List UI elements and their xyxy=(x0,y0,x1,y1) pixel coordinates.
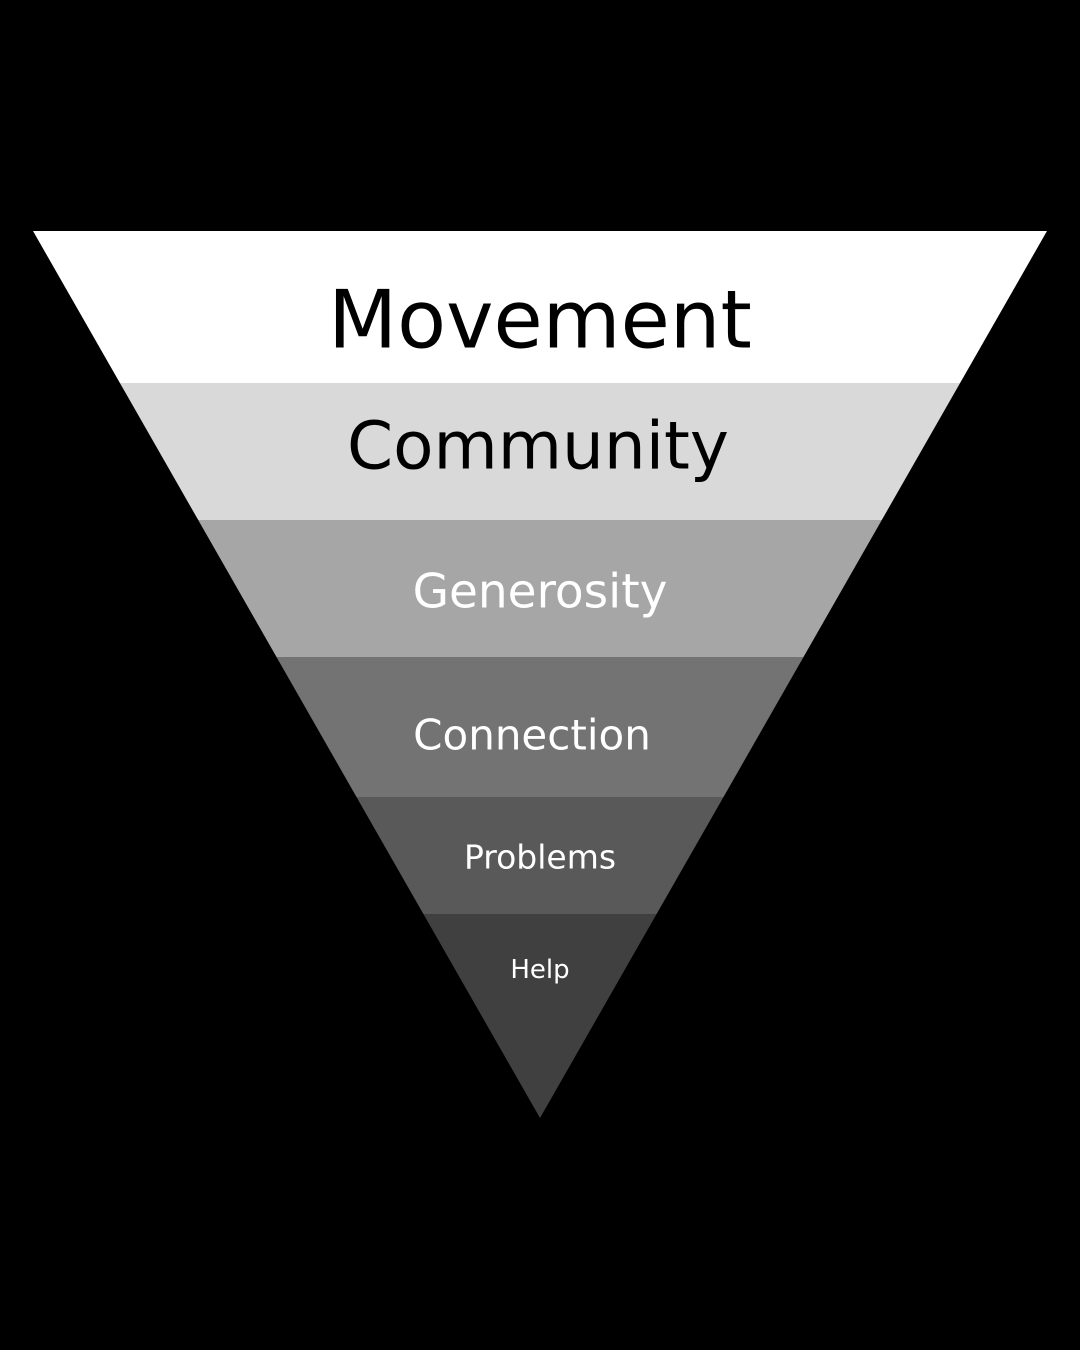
funnel-label-help: Help xyxy=(510,955,569,985)
funnel-layer-community: Community xyxy=(119,383,961,520)
funnel-label-problems: Problems xyxy=(464,838,616,877)
funnel-label-movement: Movement xyxy=(328,274,752,367)
funnel-band-problems xyxy=(356,797,724,914)
funnel-band-community xyxy=(119,383,961,520)
funnel-band-movement xyxy=(33,231,1047,383)
funnel-label-community: Community xyxy=(347,408,729,485)
funnel-band-connection xyxy=(276,657,804,797)
funnel-band-generosity xyxy=(198,520,882,657)
funnel-layer-help: Help xyxy=(423,914,657,1118)
funnel-layer-connection: Connection xyxy=(276,657,804,797)
funnel-layer-generosity: Generosity xyxy=(198,520,882,657)
funnel-band-help xyxy=(423,914,657,1118)
funnel-label-generosity: Generosity xyxy=(413,565,668,620)
funnel-label-connection: Connection xyxy=(413,711,651,760)
funnel-layer-movement: Movement xyxy=(33,231,1047,383)
funnel-layer-problems: Problems xyxy=(356,797,724,914)
